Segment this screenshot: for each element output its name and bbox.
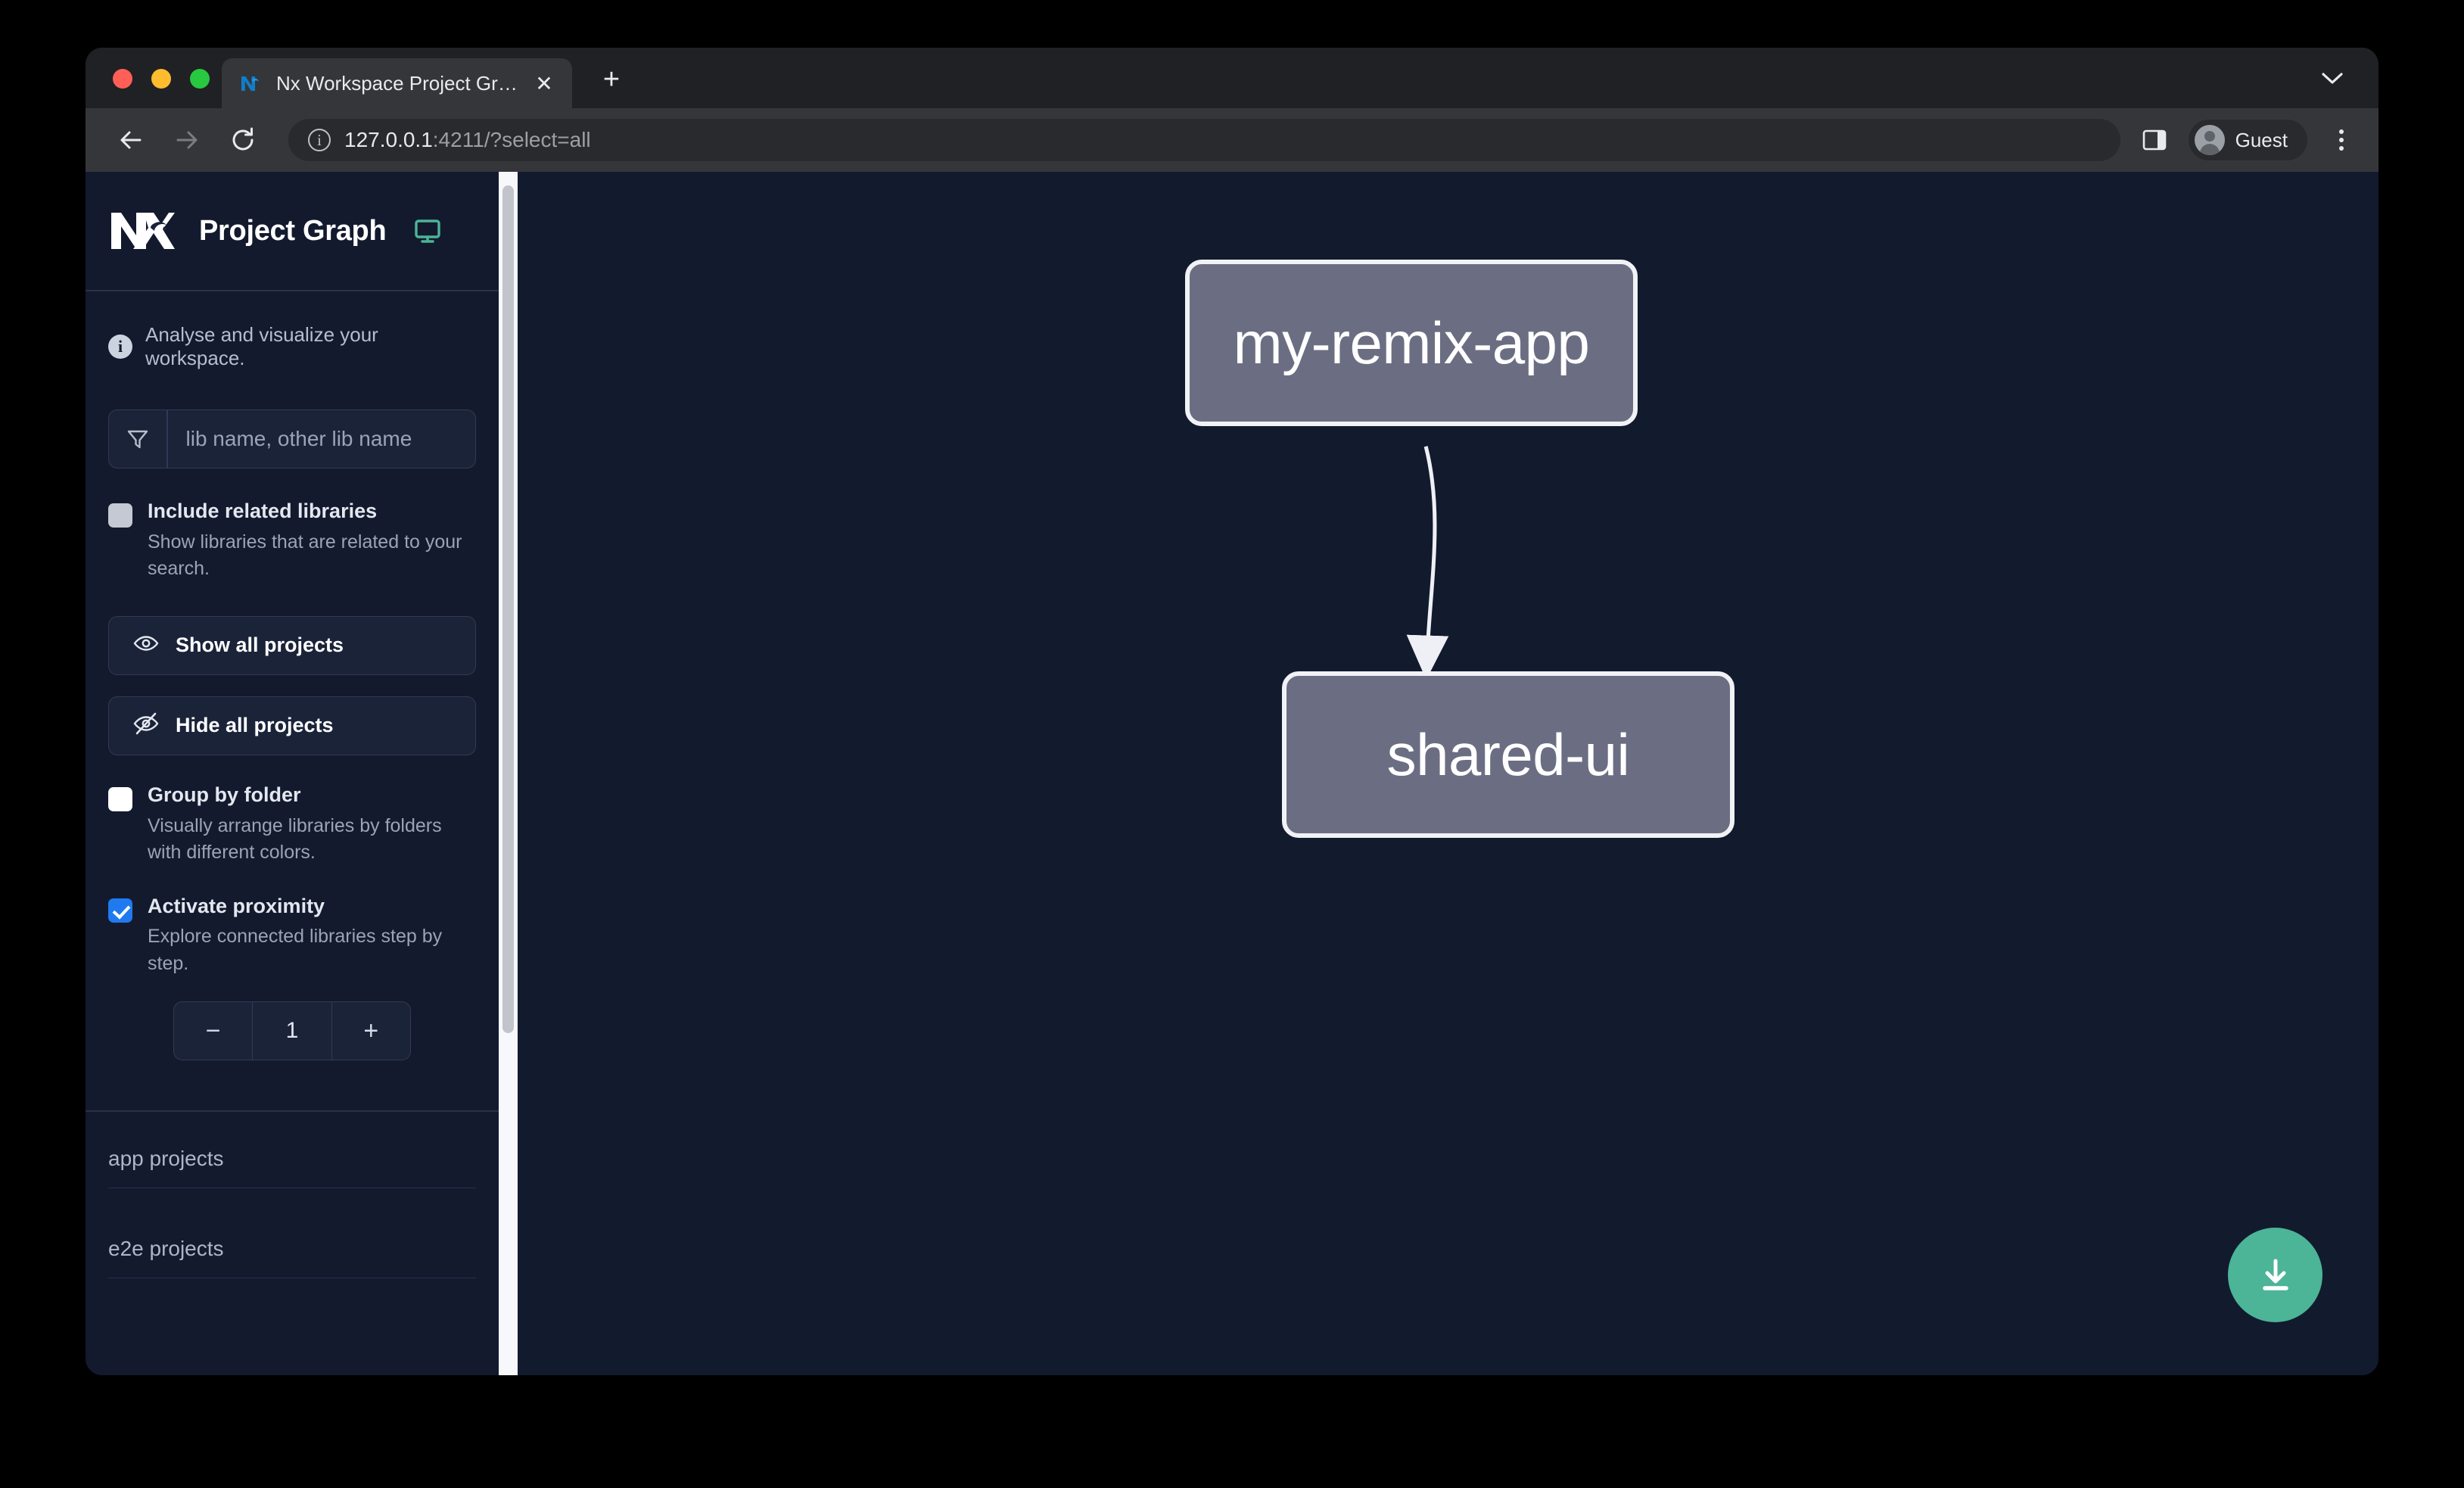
- proximity-increment-button[interactable]: +: [363, 1016, 379, 1045]
- option-description: Explore connected libraries step by step…: [148, 926, 443, 974]
- download-graph-button[interactable]: [2228, 1228, 2322, 1322]
- option-include-related-libraries[interactable]: Include related libraries Show libraries…: [86, 499, 499, 583]
- graph-node-shared-ui[interactable]: shared-ui: [1282, 671, 1734, 838]
- show-all-projects-label: Show all projects: [176, 633, 344, 657]
- option-activate-proximity[interactable]: Activate proximity Explore connected lib…: [86, 894, 499, 978]
- url-path: :4211/?select=all: [432, 128, 591, 151]
- graph-edge-my-remix-app-to-shared-ui: [1406, 446, 1449, 680]
- project-groups: app projects e2e projects: [86, 1110, 499, 1279]
- nx-logo-icon: [108, 208, 176, 254]
- nx-app: Project Graph i Analyse and visualize yo…: [86, 172, 2378, 1375]
- close-tab-button[interactable]: ✕: [535, 71, 553, 95]
- side-panel-icon[interactable]: [2137, 123, 2172, 157]
- tagline: i Analyse and visualize your workspace.: [86, 291, 499, 370]
- proximity-decrement-button[interactable]: −: [205, 1016, 221, 1045]
- browser-window: Nx Workspace Project Graph ✕ +: [86, 48, 2378, 1375]
- window-traffic-lights: [113, 69, 210, 89]
- filter-field[interactable]: [108, 409, 476, 469]
- project-group-label: app projects: [108, 1147, 224, 1171]
- show-all-projects-button[interactable]: Show all projects: [108, 615, 476, 675]
- sidebar: Project Graph i Analyse and visualize yo…: [86, 172, 499, 1375]
- profile-label: Guest: [2235, 128, 2288, 151]
- eye-off-icon: [133, 711, 159, 740]
- chevron-down-icon[interactable]: [2321, 67, 2344, 91]
- reload-button[interactable]: [223, 120, 263, 160]
- nx-favicon-icon: [238, 70, 264, 96]
- sidebar-scrollbar[interactable]: [499, 172, 518, 1375]
- avatar: [2194, 125, 2225, 155]
- graph-edges: [1406, 446, 1449, 680]
- site-info-icon[interactable]: i: [308, 129, 331, 151]
- monitor-icon[interactable]: [413, 216, 442, 245]
- search-input[interactable]: [167, 410, 475, 468]
- graph-node-label: my-remix-app: [1233, 309, 1590, 376]
- option-description: Visually arrange libraries by folders wi…: [148, 814, 442, 864]
- browser-toolbar: i 127.0.0.1:4211/?select=all Guest: [86, 108, 2378, 172]
- project-graph-canvas[interactable]: my-remix-app shared-ui: [518, 172, 2378, 1375]
- filter-divider: [166, 410, 168, 468]
- graph-node-label: shared-ui: [1386, 721, 1630, 788]
- graph-node-my-remix-app[interactable]: my-remix-app: [1185, 260, 1638, 426]
- hide-all-projects-label: Hide all projects: [176, 714, 334, 737]
- sidebar-body: i Analyse and visualize your workspace.: [86, 291, 499, 1375]
- url-host: 127.0.0.1: [344, 128, 433, 151]
- browser-menu-button[interactable]: [2324, 123, 2359, 157]
- browser-tab[interactable]: Nx Workspace Project Graph ✕: [222, 58, 572, 108]
- minimize-window-button[interactable]: [151, 69, 171, 89]
- profile-button[interactable]: Guest: [2188, 120, 2307, 160]
- option-description: Show libraries that are related to your …: [148, 531, 462, 580]
- option-group-by-folder[interactable]: Group by folder Visually arrange librari…: [86, 783, 499, 867]
- download-icon: [2262, 1259, 2288, 1290]
- sidebar-scrollbar-thumb[interactable]: [502, 185, 514, 1033]
- sidebar-header: Project Graph: [86, 172, 499, 291]
- close-window-button[interactable]: [113, 69, 132, 89]
- forward-button[interactable]: [167, 120, 207, 160]
- proximity-stepper: − 1 +: [173, 1001, 411, 1061]
- maximize-window-button[interactable]: [190, 69, 210, 89]
- project-group-label: e2e projects: [108, 1237, 224, 1261]
- info-icon: i: [108, 335, 132, 359]
- page-title: Project Graph: [199, 214, 387, 247]
- option-label: Group by folder: [148, 783, 301, 806]
- include-related-libraries-checkbox[interactable]: [108, 503, 132, 528]
- hide-all-projects-button[interactable]: Hide all projects: [108, 696, 476, 755]
- new-tab-button[interactable]: +: [602, 64, 621, 95]
- project-group-app[interactable]: app projects: [108, 1147, 476, 1189]
- tab-title: Nx Workspace Project Graph: [276, 71, 518, 95]
- tagline-text: Analyse and visualize your workspace.: [145, 323, 378, 369]
- back-button[interactable]: [111, 120, 151, 160]
- tab-strip: Nx Workspace Project Graph ✕ +: [86, 48, 2378, 108]
- proximity-value: 1: [252, 1002, 332, 1060]
- activate-proximity-checkbox[interactable]: [108, 898, 132, 923]
- option-label: Include related libraries: [148, 500, 378, 522]
- group-by-folder-checkbox[interactable]: [108, 786, 132, 811]
- address-bar[interactable]: i 127.0.0.1:4211/?select=all: [288, 119, 2120, 161]
- project-group-e2e[interactable]: e2e projects: [108, 1237, 476, 1279]
- option-label: Activate proximity: [148, 894, 325, 917]
- address-bar-url: 127.0.0.1:4211/?select=all: [344, 128, 591, 152]
- eye-icon: [133, 630, 159, 660]
- filter-icon: [109, 427, 166, 451]
